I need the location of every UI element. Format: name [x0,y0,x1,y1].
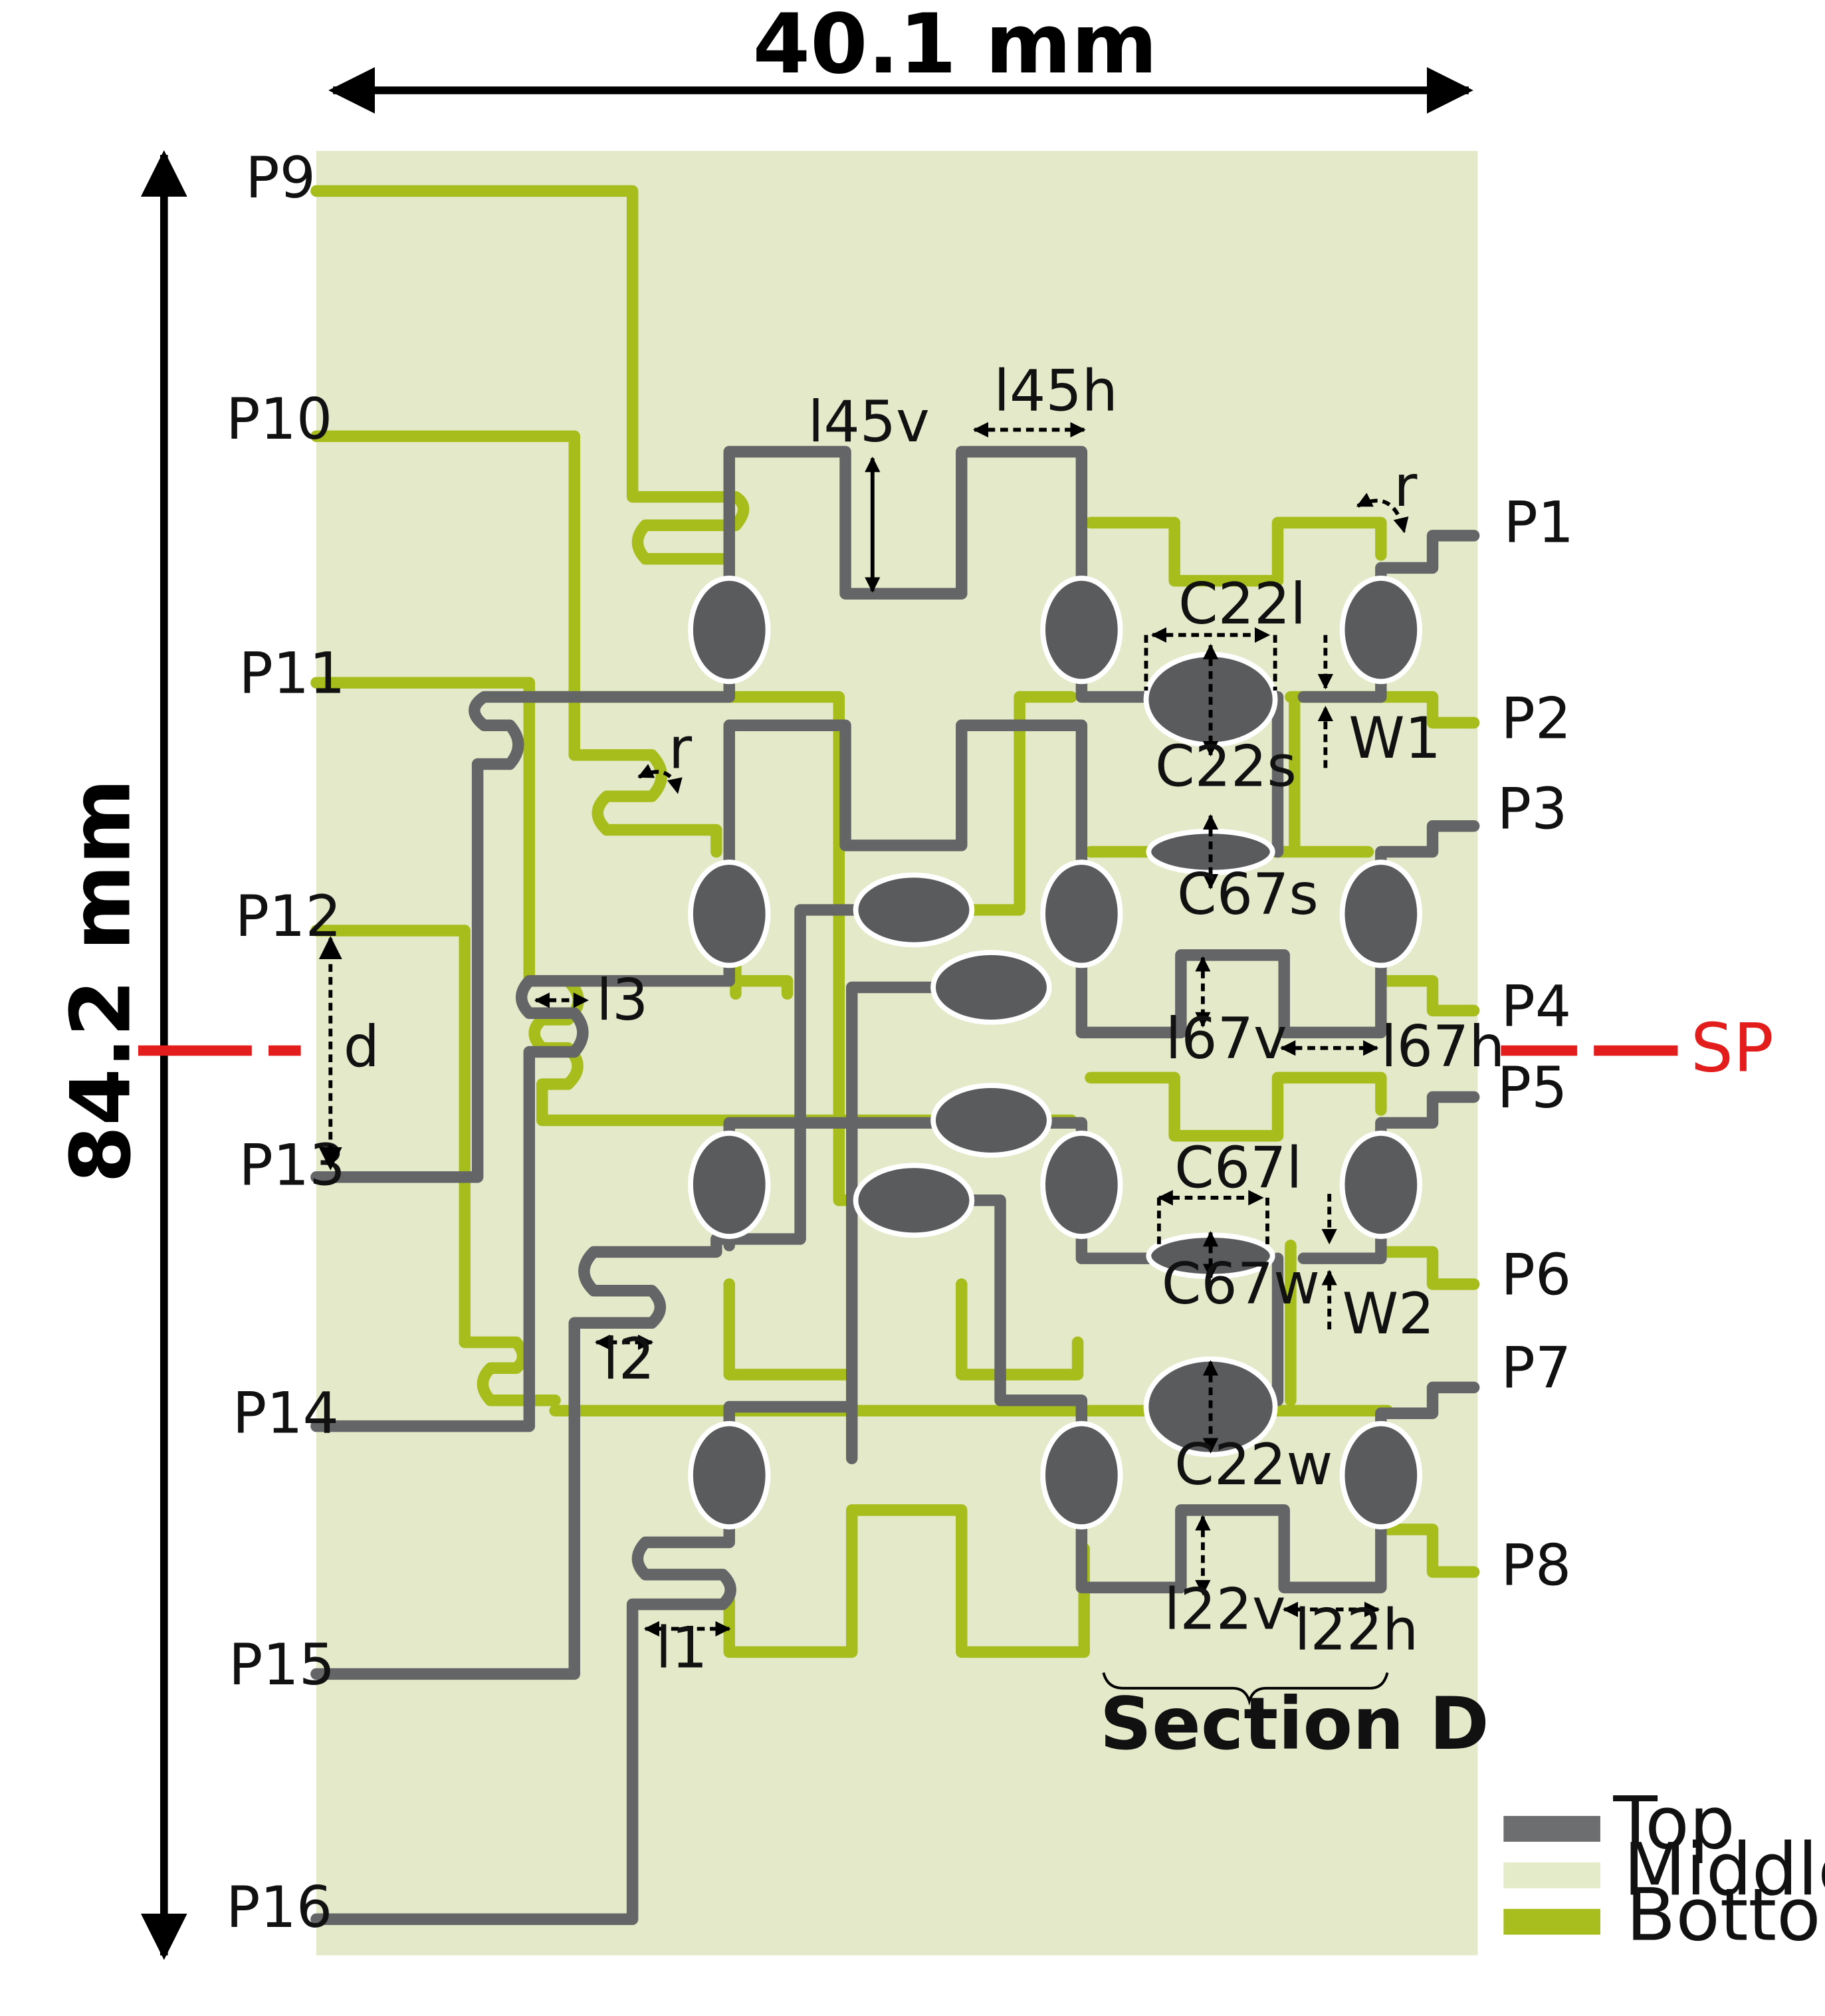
label-c67l: C67l [1174,1135,1302,1201]
legend: Top Middle Bottom [1503,1781,1825,1957]
port-label-p3: P3 [1497,777,1568,843]
legend-label-top: Top [1612,1781,1735,1866]
section-d-label: Section D [1100,1682,1489,1766]
legend-swatch-top [1503,1816,1600,1842]
width-dimension-label: 40.1 mm [753,0,1158,92]
legend-swatch-bottom [1503,1908,1600,1935]
section-d-brace [1102,1672,1389,1706]
label-c67s: C67s [1177,862,1319,928]
label-r-left: r [669,716,693,782]
label-l45v: l45v [808,390,930,455]
parameter-labels: l45v l45h r C22l C22s W1 r C67s l67v l67… [344,358,1505,1681]
port-label-p10: P10 [226,387,332,453]
port-labels: P1 P2 P3 P4 P5 P6 P7 P8 P9 P10 P11 P12 P… [226,146,1574,1941]
label-c22l: C22l [1178,572,1306,637]
legend-label-middle: Middle [1624,1827,1825,1912]
port-label-p8: P8 [1501,1533,1571,1599]
label-c67w: C67w [1162,1252,1320,1317]
label-l22h: l22h [1295,1598,1419,1664]
port-label-p12: P12 [235,884,342,950]
legend-swatch-middle [1503,1862,1600,1888]
label-l1: l1 [656,1616,708,1682]
label-l2: l2 [603,1327,655,1393]
port-label-p9: P9 [245,146,316,211]
legend-label-bottom: Bottom [1626,1872,1825,1957]
label-l45h: l45h [994,358,1118,424]
port-label-p16: P16 [226,1875,332,1941]
label-d: d [344,1014,379,1080]
label-w2: W2 [1342,1282,1435,1347]
label-l3: l3 [596,968,648,1034]
port-label-p14: P14 [233,1381,339,1446]
height-dimension-label: 84.2 mm [53,778,149,1183]
label-c22s: C22s [1155,734,1297,800]
symmetry-plane-label: SP [1691,1009,1774,1087]
port-label-p11: P11 [239,641,345,707]
label-c22w: C22w [1174,1432,1333,1498]
label-w1: W1 [1348,706,1441,772]
label-l67v: l67v [1166,1006,1287,1072]
label-l22v: l22v [1164,1577,1286,1642]
port-label-p7: P7 [1501,1335,1571,1401]
label-l67h: l67h [1381,1014,1505,1080]
port-label-p15: P15 [229,1632,335,1698]
port-label-p13: P13 [239,1133,345,1199]
port-label-p4: P4 [1501,974,1571,1040]
port-label-p6: P6 [1501,1243,1571,1309]
port-label-p2: P2 [1501,687,1571,752]
patch-ellipses [688,576,1422,1529]
port-label-p1: P1 [1503,491,1574,556]
port-label-p5: P5 [1497,1056,1568,1121]
internal-dimension-arrows [318,421,1409,1637]
label-r-top: r [1394,454,1418,520]
